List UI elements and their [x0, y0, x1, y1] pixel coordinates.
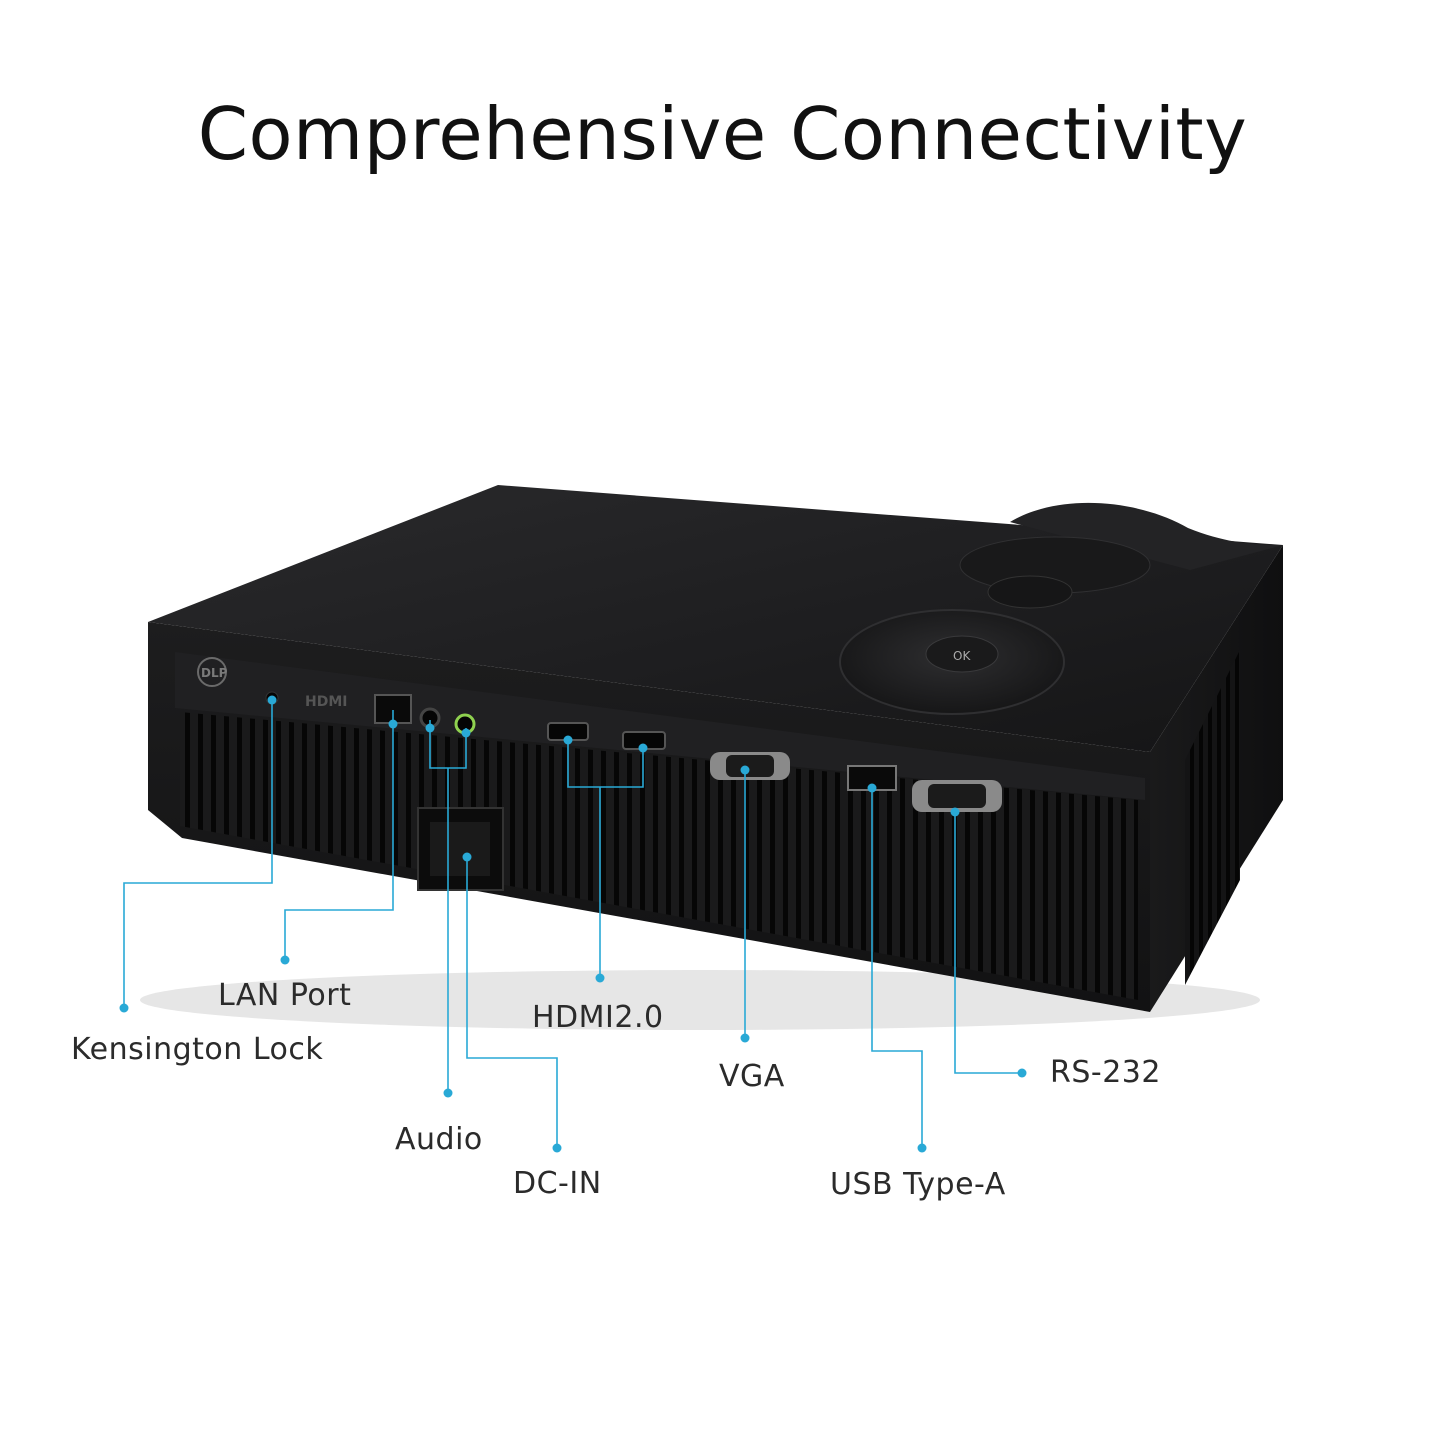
callout-usb: [871, 788, 923, 1148]
floor-shadow: [140, 970, 1260, 1030]
dot-lan-port: [388, 719, 398, 729]
label-usb-type-a: USB Type-A: [830, 1167, 1006, 1202]
callout-lan: [284, 710, 394, 960]
page-title: Comprehensive Connectivity: [197, 92, 1248, 176]
rs232-port: [912, 780, 1002, 812]
dot-usb-port: [867, 783, 877, 793]
dot-kensington: [119, 1003, 129, 1013]
vga-port: [710, 752, 790, 780]
power-inlet: [417, 807, 504, 891]
control-pad: OK: [839, 609, 1065, 715]
dot-kensington-port: [267, 695, 277, 705]
dot-vga: [740, 1033, 750, 1043]
dot-audio-port-2: [461, 728, 471, 738]
dot-vga-port: [740, 765, 750, 775]
dot-dcin: [552, 1143, 562, 1153]
label-rs-232: RS-232: [1050, 1055, 1161, 1090]
dot-audio-port-1: [425, 723, 435, 733]
svg-text:DLP: DLP: [201, 666, 228, 680]
hdmi-logo: HDMI: [305, 694, 347, 710]
label-kensington-lock: Kensington Lock: [71, 1032, 324, 1067]
dot-rs232-port: [950, 807, 960, 817]
dot-dcin-port: [462, 852, 472, 862]
label-lan-port: LAN Port: [218, 978, 352, 1013]
dlp-logo: DLP: [197, 657, 228, 687]
callout-hdmi: [567, 740, 644, 788]
callout-kensington: [123, 700, 273, 1008]
dot-audio: [443, 1088, 453, 1098]
side-vents: [1185, 650, 1240, 985]
label-dc-in: DC-IN: [513, 1166, 602, 1201]
dot-hdmi-port-1: [563, 735, 573, 745]
label-hdmi: HDMI2.0: [532, 1000, 664, 1035]
zoom-controls: [959, 536, 1151, 609]
dot-usb: [917, 1143, 927, 1153]
dot-rs232: [1017, 1068, 1027, 1078]
callout-lines: [123, 700, 1022, 1148]
label-vga: VGA: [719, 1059, 785, 1094]
callout-dots: [119, 695, 1027, 1153]
dot-hdmi-port-2: [638, 743, 648, 753]
ok-label: OK: [953, 649, 971, 663]
callout-rs232: [954, 812, 1022, 1074]
lens-hood: [1010, 502, 1283, 570]
label-audio: Audio: [395, 1122, 483, 1157]
port-panel: [175, 652, 1145, 800]
dot-lan: [280, 955, 290, 965]
front-vents: [180, 712, 1138, 1000]
callout-dcin: [466, 857, 558, 1148]
dot-hdmi: [595, 973, 605, 983]
